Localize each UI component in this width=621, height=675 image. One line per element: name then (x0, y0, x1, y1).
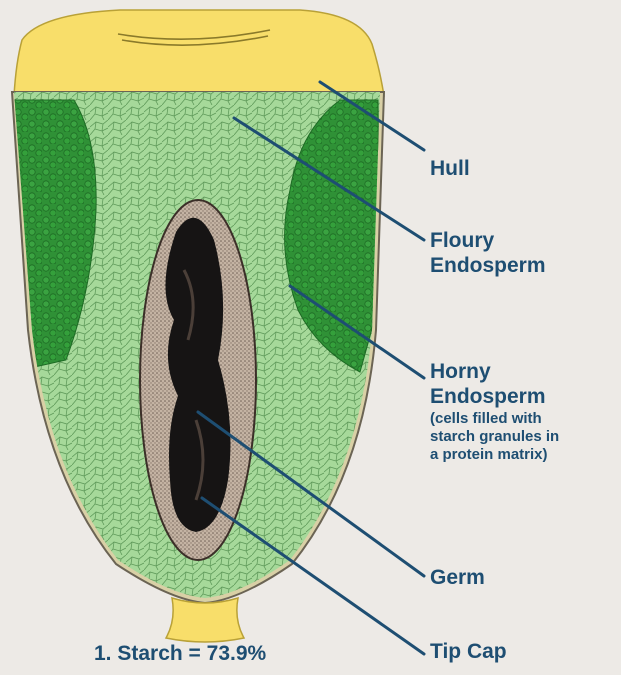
horny-endosperm-label: Horny Endosperm (cells filled with starc… (430, 360, 559, 464)
floury-endosperm-label: Floury Endosperm (430, 229, 546, 279)
tip-cap-label: Tip Cap (430, 640, 507, 665)
starch-footnote: 1. Starch = 73.9% (94, 642, 266, 667)
floury-label-line1: Floury (430, 229, 546, 254)
germ-label: Germ (430, 566, 485, 591)
tip-cap (166, 598, 244, 642)
horny-note-line2: starch granules in (430, 428, 559, 446)
horny-label-line2: Endosperm (430, 385, 559, 410)
horny-label-line1: Horny (430, 360, 559, 385)
horny-note-line1: (cells filled with (430, 410, 559, 428)
floury-label-line2: Endosperm (430, 254, 546, 279)
horny-note-line3: a protein matrix) (430, 446, 559, 464)
hull-label: Hull (430, 157, 470, 182)
hull-crown (14, 10, 384, 96)
